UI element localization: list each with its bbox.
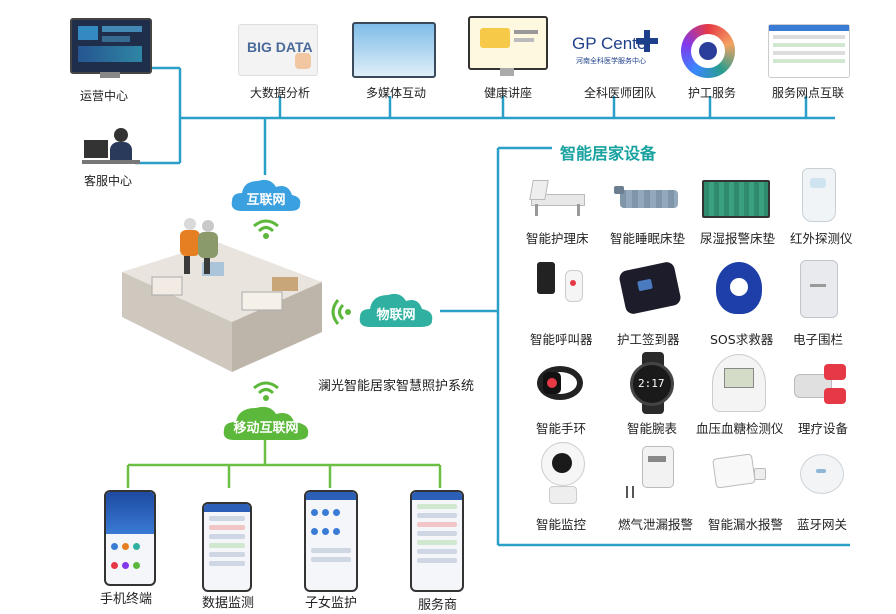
device-label: 理疗设备 bbox=[798, 421, 849, 436]
device-label: 智能手环 bbox=[536, 421, 587, 436]
therapy-device-image bbox=[794, 360, 850, 408]
device-label: 智能监控 bbox=[536, 517, 587, 532]
big-data-image: BIG DATA bbox=[238, 24, 318, 76]
device-label: 燃气泄漏报警 bbox=[618, 517, 694, 532]
gp-center-logo: GP Center 河南全科医学服务中心 bbox=[572, 30, 664, 74]
service-network-label: 服务网点互联 bbox=[772, 86, 845, 100]
agent-icon bbox=[114, 128, 128, 142]
multimedia-label: 多媒体互动 bbox=[366, 86, 427, 100]
big-data-label: 大数据分析 bbox=[250, 86, 311, 100]
service-provider-image bbox=[410, 490, 464, 592]
devices-title: 智能居家设备 bbox=[560, 144, 657, 163]
iot-cloud: 物联网 bbox=[356, 289, 436, 331]
sos-device-image bbox=[714, 260, 766, 316]
pc-icon bbox=[84, 140, 108, 158]
health-lecture-label: 健康讲座 bbox=[484, 86, 533, 100]
health-lecture-image bbox=[468, 16, 548, 82]
family-monitor-image bbox=[304, 490, 358, 592]
mobile-internet-cloud: 移动互联网 bbox=[220, 402, 312, 444]
phone-terminal-image bbox=[104, 490, 156, 586]
gas-alarm-image bbox=[622, 446, 680, 502]
water-leak-alarm-image bbox=[712, 452, 770, 496]
device-label: 红外探测仪 bbox=[790, 231, 853, 246]
support-center bbox=[82, 128, 142, 168]
cross-icon bbox=[636, 30, 658, 52]
smart-watch-image: 2:17 bbox=[628, 352, 678, 414]
nursing-bed-image bbox=[527, 172, 587, 220]
device-label: 智能腕表 bbox=[627, 421, 678, 436]
ops-center-label: 运营中心 bbox=[80, 89, 129, 103]
terminal-label: 手机终端 bbox=[100, 592, 153, 607]
device-label: SOS求救器 bbox=[710, 332, 774, 347]
e-fence-image bbox=[800, 260, 838, 318]
terminal-label: 数据监测 bbox=[202, 596, 255, 611]
device-label: 蓝牙网关 bbox=[797, 517, 848, 532]
bp-glucose-meter-image bbox=[712, 354, 766, 412]
care-service-logo bbox=[681, 24, 735, 78]
data-monitor-image bbox=[202, 502, 252, 592]
multimedia-image bbox=[352, 22, 436, 78]
ops-center bbox=[70, 18, 152, 80]
smart-home-illustration bbox=[122, 218, 322, 372]
device-label: 智能呼叫器 bbox=[530, 332, 593, 347]
terminal-label: 子女监护 bbox=[305, 596, 358, 611]
care-service-label: 护工服务 bbox=[688, 86, 737, 100]
device-label: 智能睡眠床垫 bbox=[610, 231, 686, 246]
device-label: 护工签到器 bbox=[617, 332, 680, 347]
service-network-image bbox=[768, 24, 850, 78]
infrared-detector-image bbox=[802, 168, 836, 222]
check-in-device-image bbox=[618, 260, 682, 316]
terminal-label: 服务商 bbox=[418, 598, 458, 613]
monitor-icon bbox=[70, 18, 152, 74]
device-label: 智能护理床 bbox=[526, 231, 589, 246]
smart-bracelet-image bbox=[533, 356, 587, 410]
wifi-icon bbox=[331, 299, 351, 325]
device-label: 电子围栏 bbox=[793, 332, 844, 347]
smart-camera-image bbox=[537, 442, 589, 504]
device-label: 智能漏水报警 bbox=[708, 517, 784, 532]
internet-cloud: 互联网 bbox=[228, 175, 304, 215]
sleep-mattress-image bbox=[614, 186, 680, 212]
smart-caller-image bbox=[535, 262, 587, 320]
wifi-icon bbox=[253, 381, 279, 401]
wet-alarm-mattress-image bbox=[702, 180, 770, 218]
bluetooth-gateway-image bbox=[800, 454, 844, 494]
system-name: 澜光智能居家智慧照护系统 bbox=[318, 379, 475, 394]
device-label: 血压血糖检测仪 bbox=[696, 421, 784, 436]
gp-team-label: 全科医师团队 bbox=[584, 86, 657, 100]
device-label: 尿湿报警床垫 bbox=[700, 231, 776, 246]
wifi-icon bbox=[253, 219, 279, 239]
elderly-couple-icon bbox=[174, 218, 224, 278]
support-center-label: 客服中心 bbox=[84, 174, 133, 188]
